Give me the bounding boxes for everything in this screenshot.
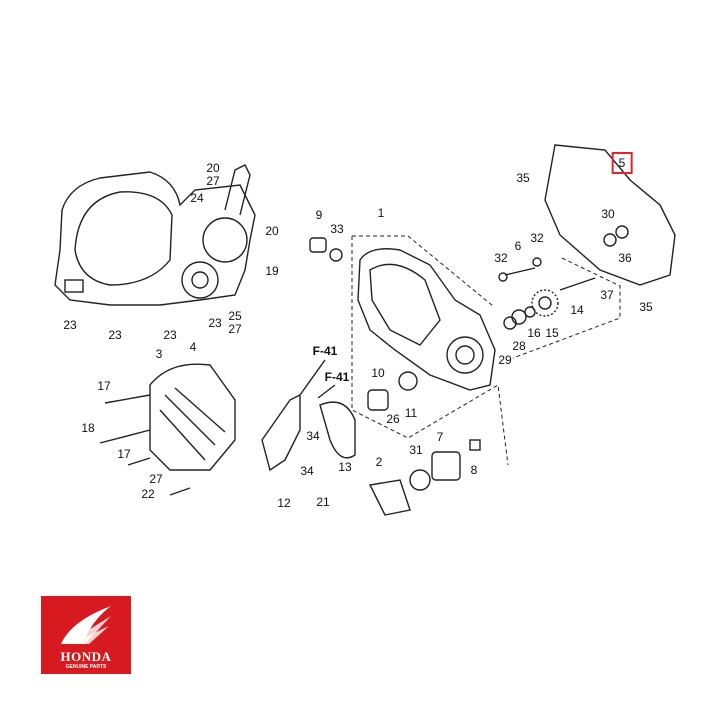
callout-label: 16 <box>527 326 541 340</box>
reference-f41[interactable]: F-41 <box>324 370 350 384</box>
clutch-cover <box>357 248 496 391</box>
callout-label: 23 <box>208 316 222 330</box>
right-gasket <box>544 144 676 286</box>
callout-label: 33 <box>330 222 344 236</box>
callout-label: 7 <box>436 430 444 444</box>
callout-label: 26 <box>386 412 400 426</box>
callout-label: 15 <box>545 326 559 340</box>
callout-label: 12 <box>277 496 291 510</box>
callout-label: 6 <box>514 239 522 253</box>
callout-label: 19 <box>265 264 279 278</box>
logo-tagline: GENUINE PARTS <box>65 664 107 670</box>
callout-label: 11 <box>404 406 418 420</box>
left-cover-gasket <box>54 171 256 306</box>
callout-label: 10 <box>371 366 385 380</box>
honda-wing-icon <box>61 606 111 644</box>
callout-label: 31 <box>409 443 423 457</box>
callout-label: 27 <box>149 472 163 486</box>
callout-label: 30 <box>601 207 615 221</box>
callout-label: 8 <box>470 463 478 477</box>
callout-label: 17 <box>97 379 111 393</box>
callout-label: 34 <box>300 464 314 478</box>
callout-label: 37 <box>600 288 614 302</box>
callout-label: 21 <box>316 495 330 509</box>
callout-label: 20 <box>206 161 220 175</box>
callout-label: 20 <box>265 224 279 238</box>
callout-label: 23 <box>108 328 122 342</box>
honda-genuine-parts-logo: HONDA GENUINE PARTS <box>41 596 131 674</box>
callout-label: 2 <box>375 455 383 469</box>
highlighted-callout-5[interactable]: 5 <box>611 152 633 174</box>
callout-label: 18 <box>81 421 95 435</box>
callout-label: 32 <box>494 251 508 265</box>
callout-label: 9 <box>315 208 323 222</box>
left-cover-inner <box>74 191 173 286</box>
callout-label: 35 <box>516 171 530 185</box>
callout-label: 23 <box>63 318 77 332</box>
callout-label: 25 <box>228 309 242 323</box>
callout-label: 13 <box>338 460 352 474</box>
logo-brand: HONDA <box>60 649 112 664</box>
callout-label: 27 <box>206 174 220 188</box>
callout-label: 27 <box>228 322 242 336</box>
callout-label: 28 <box>512 339 526 353</box>
callout-label: 29 <box>498 353 512 367</box>
callout-label: 1 <box>377 206 385 220</box>
callout-label: 34 <box>306 429 320 443</box>
callout-label: 24 <box>190 191 204 205</box>
ignition-cover <box>149 363 236 471</box>
callout-label: 23 <box>163 328 177 342</box>
callout-label: 4 <box>189 340 197 354</box>
callout-label: 3 <box>155 347 163 361</box>
callout-label: 14 <box>570 303 584 317</box>
callout-label: 22 <box>141 487 155 501</box>
callout-label: 32 <box>530 231 544 245</box>
callout-label: 35 <box>639 300 653 314</box>
callout-label: 36 <box>618 251 632 265</box>
reference-f41[interactable]: F-41 <box>312 344 338 358</box>
callout-label: 17 <box>117 447 131 461</box>
